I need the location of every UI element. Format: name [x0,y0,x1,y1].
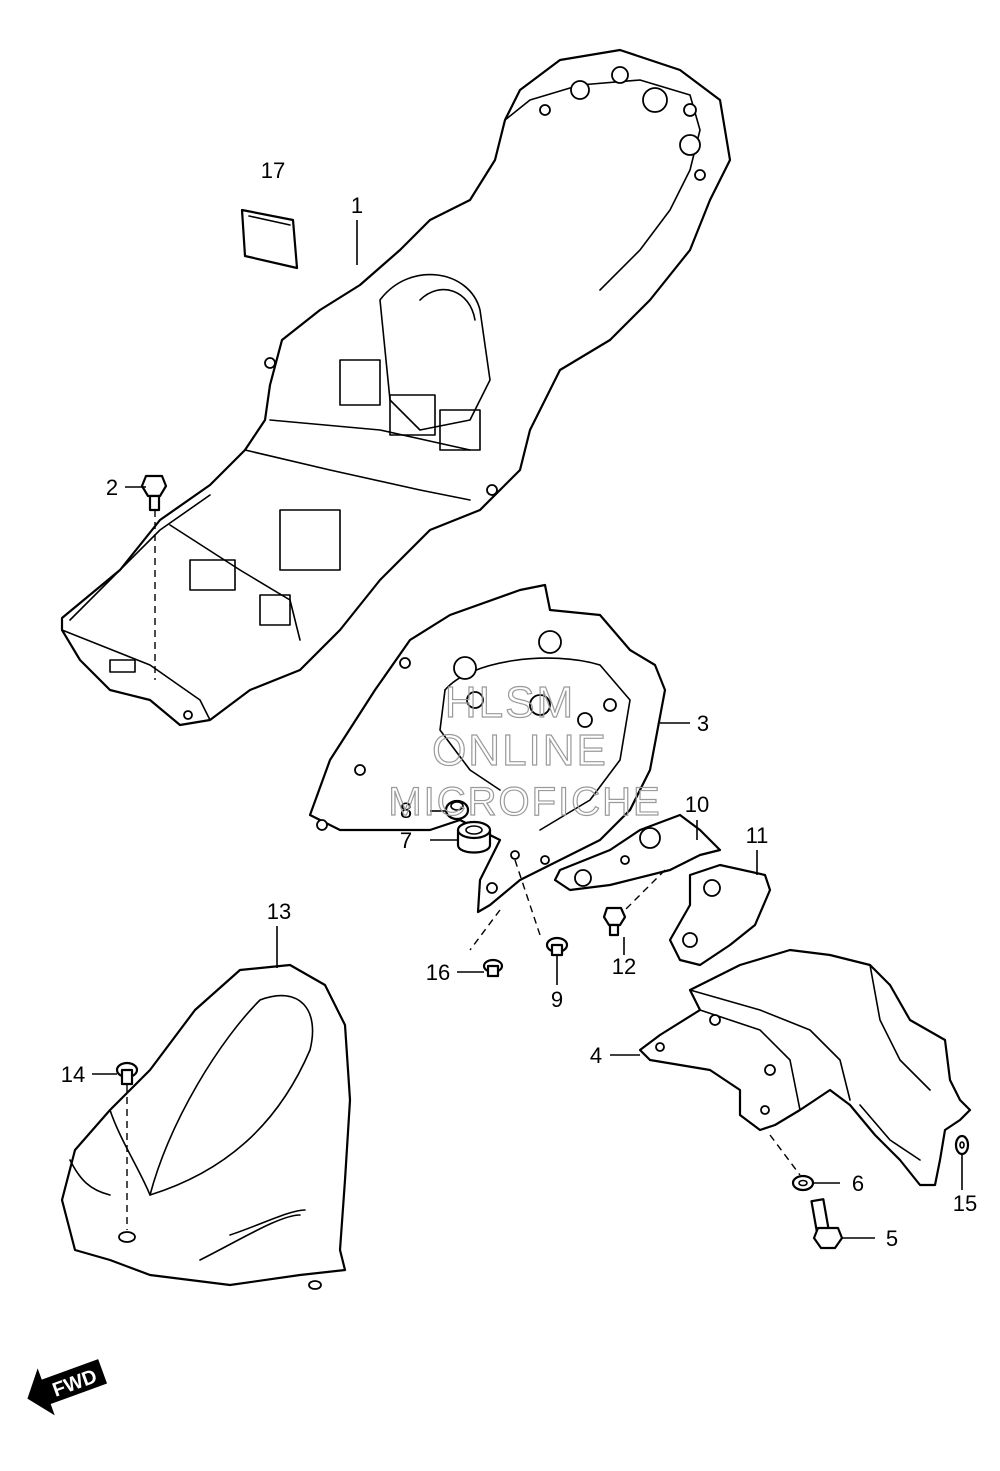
part-8-nut [444,799,470,821]
callout-13: 13 [267,899,291,924]
fwd-arrow-icon: FWD [27,1359,108,1416]
part-14-screw [115,1061,139,1086]
callout-14: 14 [61,1062,85,1087]
callout-16: 16 [426,960,450,985]
callout-1: 1 [351,193,363,218]
leader-lines [92,220,963,1239]
part-11-bracket [668,863,772,967]
part-9-screw [545,936,569,957]
part-13-front-fender [60,963,352,1290]
callout-8: 8 [400,798,412,823]
watermark: HLSM ONLINE MICROFICHE [388,677,661,824]
part-4-rear-fender [638,948,972,1187]
part-3-bracket [308,583,667,914]
callout-15: 15 [953,1191,977,1216]
part-5-bolt [810,1198,844,1250]
callout-17: 17 [261,158,285,183]
callout-labels: 17 1 2 3 8 7 10 11 12 9 16 4 6 15 5 13 1… [61,158,977,1251]
part-10-plate [553,813,722,892]
part-6-washer [791,1174,815,1192]
callout-12: 12 [612,954,636,979]
watermark-line-2: ONLINE [432,726,608,775]
part-17-label [240,208,299,270]
callout-7: 7 [400,828,412,853]
part-15-washer [954,1134,970,1156]
fwd-label: FWD [50,1365,100,1401]
watermark-line-3: MICROFICHE [388,780,661,824]
callout-5: 5 [886,1226,898,1251]
part-2-screw [140,474,168,512]
callout-9: 9 [551,987,563,1012]
callout-6: 6 [852,1171,864,1196]
part-7-cushion [456,820,492,854]
callout-3: 3 [697,711,709,736]
callout-10: 10 [685,792,709,817]
callout-4: 4 [590,1043,602,1068]
watermark-line-1: HLSM [445,678,575,727]
callout-11: 11 [746,823,769,848]
part-16-clip [482,958,504,978]
callout-2: 2 [106,475,118,500]
part-1-rear-fender [60,48,732,727]
part-12-bolt [602,906,627,937]
